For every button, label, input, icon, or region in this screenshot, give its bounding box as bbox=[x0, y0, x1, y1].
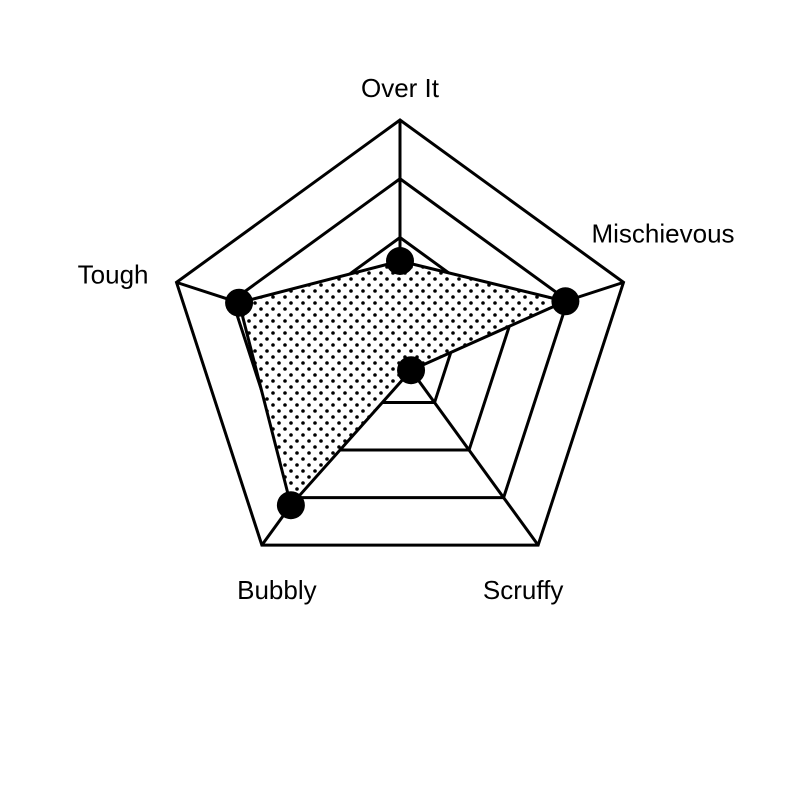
axis-label-scruffy: Scruffy bbox=[483, 575, 563, 605]
axis-label-tough: Tough bbox=[78, 259, 149, 289]
data-point-mischievous bbox=[551, 287, 580, 316]
data-point-bubbly bbox=[276, 491, 305, 520]
radar-series bbox=[225, 247, 580, 520]
data-point-scruffy bbox=[397, 356, 426, 385]
data-point-over-it bbox=[386, 247, 414, 275]
series-area bbox=[237, 259, 571, 509]
data-point-tough bbox=[225, 288, 254, 317]
grid-ring-4 bbox=[174, 118, 626, 547]
axis-spoke-2 bbox=[398, 354, 540, 547]
axis-label-bubbly: Bubbly bbox=[237, 575, 317, 605]
axis-label-over-it: Over It bbox=[361, 73, 440, 103]
grid-ring-3 bbox=[230, 176, 570, 500]
axis-label-mischievous: Mischievous bbox=[591, 218, 734, 248]
